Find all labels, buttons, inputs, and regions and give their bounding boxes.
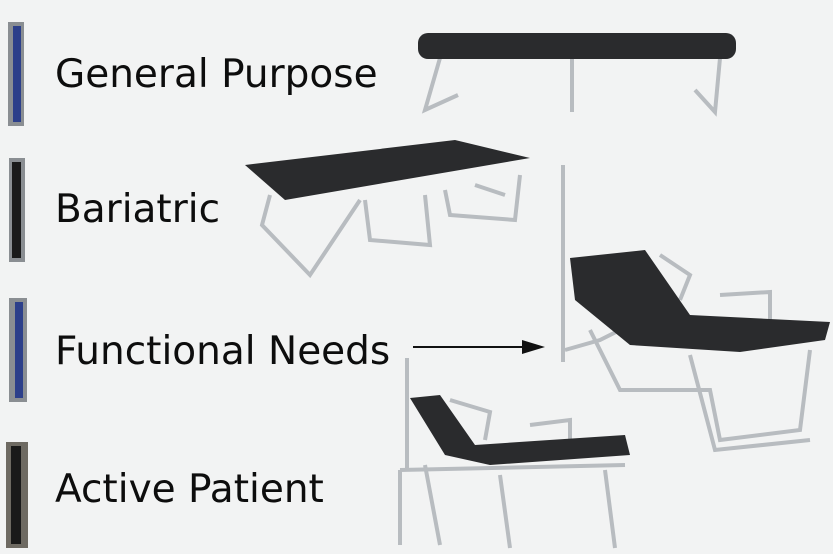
label-active-patient: Active Patient <box>55 467 324 512</box>
folded-cot-functional-needs <box>9 298 27 402</box>
label-general-purpose: General Purpose <box>55 52 378 97</box>
cot-functional-needs <box>561 165 830 453</box>
cot-active-patient <box>398 358 630 549</box>
folded-cot-general-purpose <box>8 22 24 126</box>
label-functional-needs: Functional Needs <box>55 329 391 374</box>
cot-bariatric <box>245 140 530 279</box>
cot-general-purpose <box>418 33 736 117</box>
folded-cot-bariatric <box>9 158 25 262</box>
folded-cot-active-patient <box>6 442 28 548</box>
label-bariatric: Bariatric <box>55 187 221 232</box>
arrow-to-functional-needs <box>413 340 545 354</box>
